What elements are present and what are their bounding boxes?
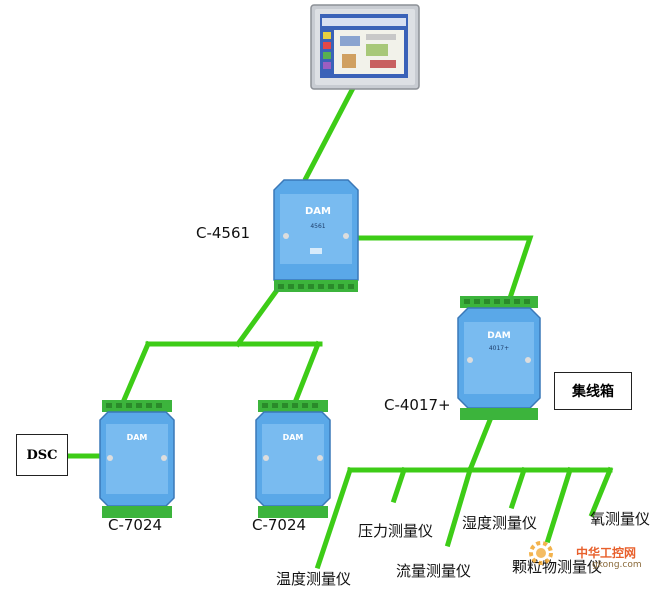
instrument-oxygen: 氧测量仪 [590,510,651,528]
junction-box: 集线箱 [554,372,632,410]
relay-label: C-4017+ [384,396,451,414]
instrument-flow: 流量测量仪 [396,562,472,580]
dsc-label: DSC [26,447,58,463]
junction-label: 集线箱 [572,384,614,400]
converter-label: C-4561 [196,224,251,242]
io-module-7024-right: DAM [255,400,331,518]
wire-bus-right [292,340,322,404]
wire-temperature [314,466,354,570]
instrument-pressure: 压力测量仪 [358,522,434,540]
io-module-7024-left: DAM [99,400,175,518]
io-left-label: C-7024 [108,516,163,534]
converter-badge: 4561 [310,223,325,230]
relay-module-4017: DAM 4017+ [457,296,541,420]
dsc-box: DSC [16,434,68,476]
watermark-cn: 中华工控网 [576,546,637,560]
wire-bus-left [120,340,152,404]
io-left-brand: DAM [127,433,148,442]
wire-relay-field [466,416,494,474]
instrument-humidity: 湿度测量仪 [462,514,538,532]
wire-converter-relay [349,235,534,302]
relay-badge: 4017+ [489,345,509,352]
wire-converter-bus [234,282,284,348]
io-right-brand: DAM [283,433,304,442]
wire-particle [544,466,574,544]
wire-humidity [508,466,528,510]
wire-oxygen [588,466,614,518]
wire-monitor-converter [302,86,356,182]
wire-pressure [390,466,408,504]
converter-module-4561: DAM 4561 [273,179,359,292]
gear-icon [529,541,553,565]
watermark-url: gkong.com [592,560,642,570]
converter-brand: DAM [305,206,331,217]
instrument-temperature: 温度测量仪 [276,570,352,588]
wire-flow [444,466,474,548]
relay-brand: DAM [487,331,510,341]
instrument-particle: 颗粒物测量仪 [512,558,603,576]
io-right-label: C-7024 [252,516,307,534]
hmi-panel-monitor [310,4,420,90]
